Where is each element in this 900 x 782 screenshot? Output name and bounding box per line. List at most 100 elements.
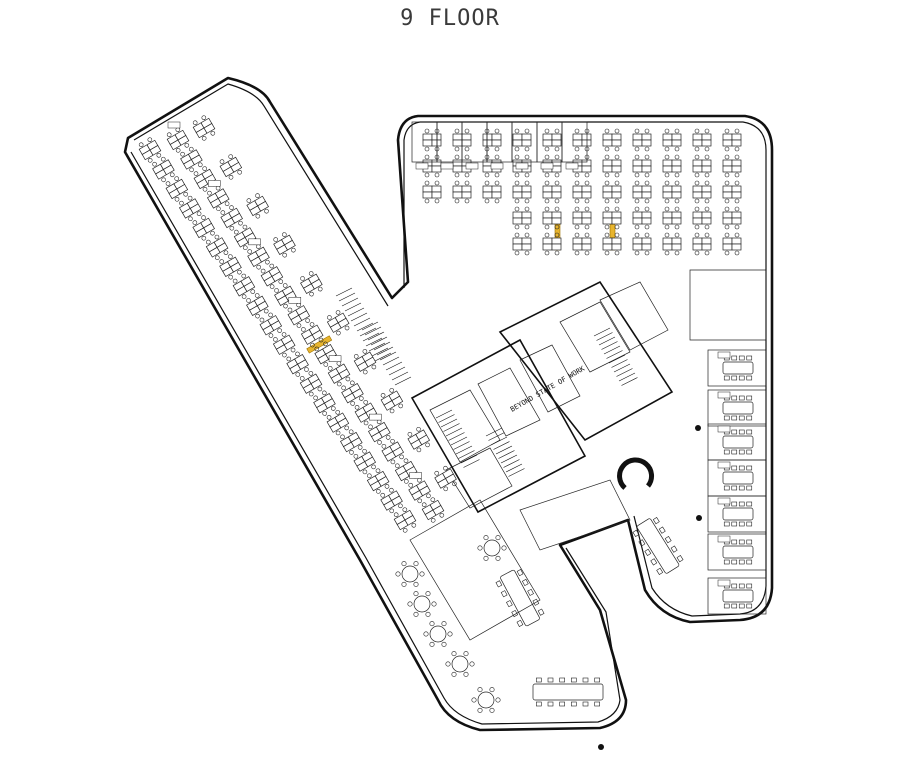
desk-cluster (314, 341, 337, 367)
chair (413, 581, 419, 587)
meeting-table (722, 501, 754, 527)
desk-cluster (313, 390, 336, 416)
desk-cluster (512, 206, 532, 230)
desk-cluster (205, 234, 229, 260)
stair-tread (608, 354, 626, 364)
stair-tread (445, 427, 463, 437)
desk-cluster (340, 429, 363, 455)
chair (471, 697, 477, 703)
building-outline-west-wing (123, 76, 774, 732)
stair-tread (364, 326, 382, 336)
stair-tread (601, 341, 618, 350)
stair-tread (385, 361, 403, 371)
stair-tread (490, 436, 508, 446)
desk-cluster (326, 410, 350, 436)
stair-tread (341, 297, 359, 307)
desk-cluster (394, 458, 418, 484)
partition (519, 479, 631, 551)
desk-cluster (166, 127, 190, 153)
desk-cluster (602, 128, 622, 152)
stair-tread (379, 351, 397, 361)
desk-cluster (602, 232, 622, 256)
desk-cluster (247, 244, 270, 270)
chair (477, 707, 483, 713)
room-tag (369, 413, 382, 421)
stair-tread (367, 331, 385, 341)
desk-cluster (138, 137, 162, 163)
stair-tread (593, 327, 611, 337)
furniture-layer (138, 115, 767, 713)
stair-tread (435, 409, 453, 419)
stair-tread (388, 366, 406, 376)
chair (501, 545, 507, 551)
room-tag (717, 425, 731, 433)
room-tag (208, 180, 221, 187)
stair-tread (508, 468, 525, 477)
desk-cluster (233, 224, 257, 250)
desk-cluster (368, 419, 391, 445)
stair-tread (356, 322, 374, 332)
desk-cluster (482, 128, 502, 152)
building-core (410, 280, 674, 514)
desk-cluster (662, 128, 682, 152)
meeting-table (722, 583, 754, 609)
desk-cluster (542, 128, 562, 152)
chair (451, 651, 457, 657)
meeting-table (722, 429, 754, 455)
room-tag (717, 535, 731, 543)
chair (463, 651, 469, 657)
meeting-room (707, 495, 767, 533)
stair-tread (370, 336, 388, 346)
desk-cluster (662, 154, 682, 178)
stair-tread (618, 372, 636, 382)
stair-tread (460, 454, 478, 464)
desk-cluster (300, 271, 323, 297)
desk-cluster (542, 232, 562, 256)
desk-cluster (602, 206, 622, 230)
stair-tread (350, 312, 368, 322)
chair (429, 641, 435, 647)
chair (395, 571, 401, 577)
round-table (413, 595, 431, 613)
desk-cluster (542, 206, 562, 230)
stair-tread (611, 359, 628, 368)
stair-tread (500, 454, 518, 464)
desk-cluster (632, 232, 652, 256)
partition (409, 499, 541, 641)
chair (477, 687, 483, 693)
room-tag (717, 351, 731, 359)
desk-cluster (219, 154, 243, 180)
round-table (477, 691, 495, 709)
desk-cluster (722, 128, 742, 152)
stair-tread (361, 321, 379, 331)
stair-tread (455, 445, 473, 455)
core-label: BEYOND STATE OF WORK (509, 364, 587, 413)
chair (489, 707, 495, 713)
chair (431, 601, 437, 607)
chair (413, 591, 419, 597)
meeting-table (722, 355, 754, 381)
chair (483, 555, 489, 561)
stair-tread (616, 368, 633, 377)
stair-tread (438, 414, 455, 423)
chair (425, 591, 431, 597)
room-tag (717, 461, 731, 469)
chair (423, 631, 429, 637)
desk-cluster (572, 206, 592, 230)
chair (441, 641, 447, 647)
desk-cluster (287, 302, 311, 328)
desk-cluster (512, 128, 532, 152)
desk-cluster (572, 180, 592, 204)
meeting-table (632, 517, 684, 575)
room-tag (717, 391, 731, 399)
chair (413, 561, 419, 567)
desk-cluster (722, 154, 742, 178)
desk-cluster (259, 312, 283, 338)
stair-tread (338, 292, 356, 302)
stair-tread (353, 317, 371, 327)
floor-title: 9 FLOOR (400, 6, 500, 31)
stair-tread (373, 341, 391, 351)
stair-tread (368, 342, 386, 352)
desk-cluster (632, 206, 652, 230)
chair (413, 611, 419, 617)
